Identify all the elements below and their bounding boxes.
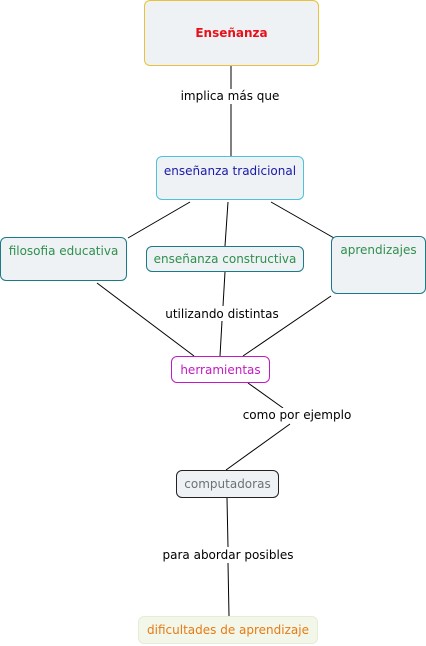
connector-line: [219, 320, 223, 357]
node-herramientas[interactable]: herramientas: [171, 356, 270, 383]
node-label: computadoras: [184, 477, 271, 491]
node-ensenanza-constructiva[interactable]: enseñanza constructiva: [146, 246, 304, 272]
node-label: aprendizajes: [340, 243, 417, 257]
node-dificultades-de-aprendizaje[interactable]: dificultades de aprendizaje: [138, 616, 318, 644]
connector-line: [224, 201, 229, 247]
node-label: herramientas: [180, 362, 261, 377]
link-label-como: como por ejemplo: [239, 408, 355, 422]
connector-line: [227, 562, 230, 617]
node-label: enseñanza constructiva: [153, 252, 297, 266]
node-ensenanza-tradicional[interactable]: enseñanza tradicional: [156, 156, 304, 200]
node-label: Enseñanza: [195, 26, 268, 40]
connector-line: [247, 382, 284, 409]
node-aprendizajes[interactable]: aprendizajes: [331, 236, 426, 294]
connector-line: [222, 271, 226, 307]
node-computadoras[interactable]: computadoras: [176, 470, 279, 498]
connector-line: [127, 201, 191, 239]
connector-line: [226, 497, 229, 548]
node-filosofia-educativa[interactable]: filosofia educativa: [0, 237, 127, 281]
node-label: filosofia educativa: [8, 244, 119, 258]
connector-line: [96, 282, 195, 357]
link-label-implica: implica más que: [177, 89, 283, 103]
connector-line: [242, 295, 332, 357]
link-label-para: para abordar posibles: [159, 548, 297, 562]
connector-line: [225, 423, 291, 471]
node-label: enseñanza tradicional: [163, 164, 297, 178]
node-label: dificultades de aprendizaje: [147, 623, 309, 637]
connector-line: [270, 201, 335, 239]
link-label-utilizando: utilizando distintas: [162, 307, 282, 321]
node-ensenanza[interactable]: Enseñanza: [144, 0, 319, 66]
